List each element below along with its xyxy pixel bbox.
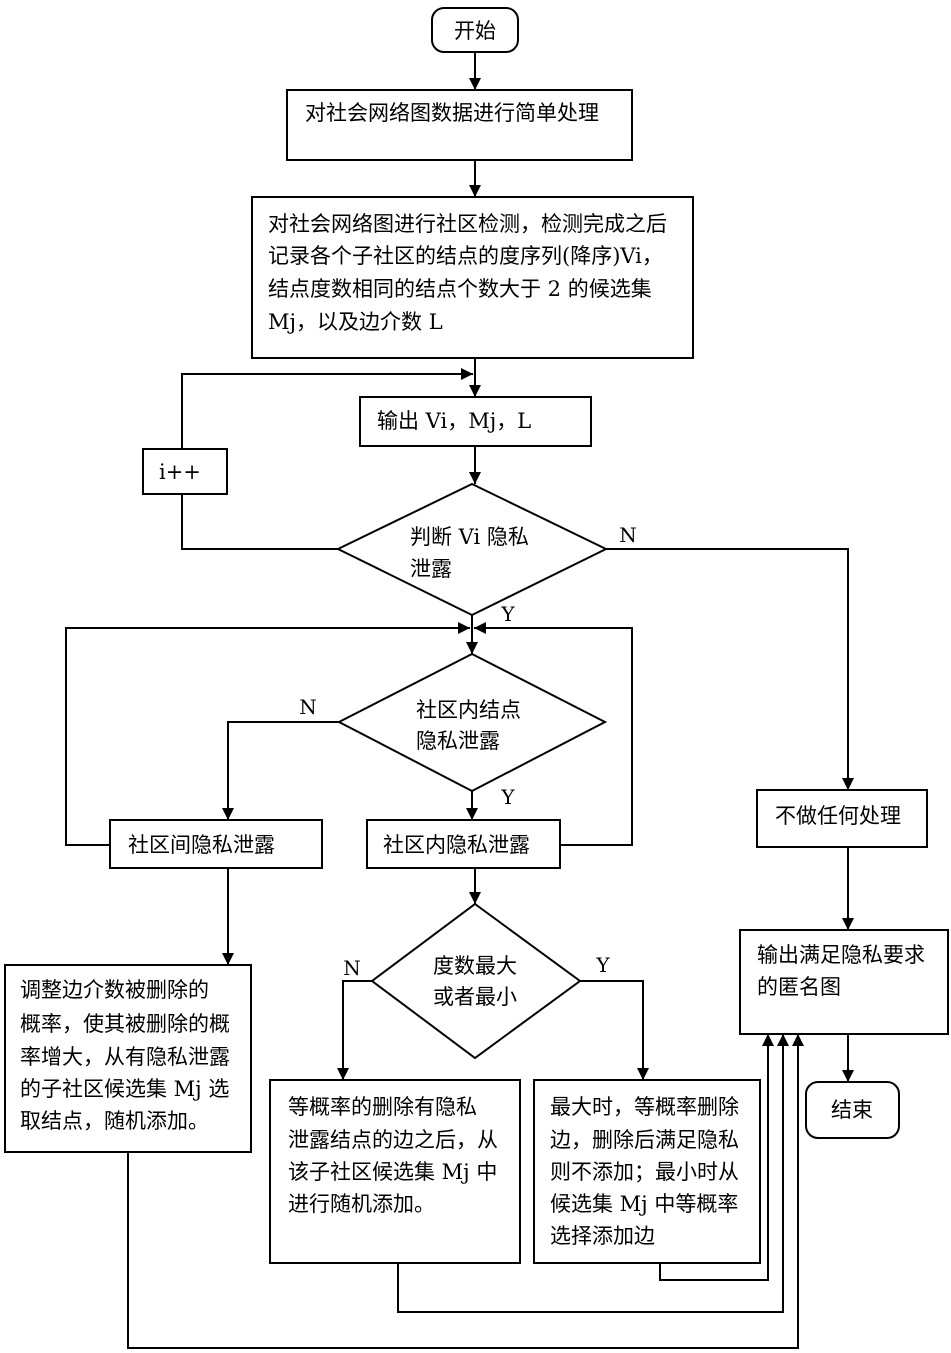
judge-intra-diamond bbox=[339, 654, 605, 791]
max-min-line-1: 最大时，等概率删除 bbox=[550, 1095, 739, 1119]
judge-intra-yes-label: Y bbox=[500, 785, 515, 809]
no-process-label: 不做任何处理 bbox=[775, 804, 901, 828]
detection-line-2: 记录各个子社区的结点的度序列(降序)Vi， bbox=[268, 244, 663, 268]
end-label: 结束 bbox=[831, 1098, 873, 1122]
arrow-intra-judge-no bbox=[228, 722, 339, 820]
judge-intra-no-label: N bbox=[299, 695, 317, 719]
adjust-line-1: 调整边介数被删除的 bbox=[20, 978, 209, 1002]
adjust-line-2: 概率，使其被删除的概 bbox=[20, 1012, 230, 1036]
judge-vi-diamond bbox=[338, 484, 606, 615]
max-min-line-4: 候选集 Mj 中等概率 bbox=[550, 1192, 738, 1216]
degree-check-line-2: 或者最小 bbox=[433, 985, 517, 1009]
detection-line-1: 对社会网络图进行社区检测，检测完成之后 bbox=[268, 212, 667, 236]
intra-leak-label: 社区内隐私泄露 bbox=[383, 833, 530, 857]
preprocess-label: 对社会网络图数据进行简单处理 bbox=[305, 101, 599, 125]
max-min-line-3: 则不添加；最小时从 bbox=[550, 1160, 739, 1184]
arrow-judge-no-branch bbox=[606, 549, 848, 790]
judge-vi-line-2: 泄露 bbox=[410, 557, 452, 581]
arrow-degree-yes bbox=[580, 981, 643, 1080]
judge-vi-no-label: N bbox=[619, 523, 637, 547]
degree-no-label: N bbox=[343, 956, 361, 980]
increment-label: i++ bbox=[159, 460, 201, 484]
adjust-line-4: 的子社区候选集 Mj 选 bbox=[20, 1077, 229, 1101]
arrow-degree-no bbox=[343, 981, 372, 1080]
equal-delete-line-1: 等概率的删除有隐私 bbox=[288, 1095, 477, 1119]
degree-yes-label: Y bbox=[595, 953, 610, 977]
max-min-line-2: 边，删除后满足隐私 bbox=[550, 1128, 739, 1152]
equal-delete-line-2: 泄露结点的边之后，从 bbox=[288, 1128, 498, 1152]
adjust-line-5: 取结点，随机添加。 bbox=[20, 1109, 209, 1133]
inter-leak-label: 社区间隐私泄露 bbox=[128, 833, 275, 857]
start-label: 开始 bbox=[454, 19, 496, 43]
adjust-line-3: 率增大，从有隐私泄露 bbox=[20, 1045, 230, 1069]
degree-check-line-1: 度数最大 bbox=[433, 954, 517, 978]
output-params-label: 输出 Vi，Mj，L bbox=[377, 409, 531, 433]
detection-line-4: Mj，以及边介数 L bbox=[268, 310, 443, 334]
detection-line-3: 结点度数相同的结点个数大于 2 的候选集 bbox=[268, 277, 652, 301]
output-graph-line-2: 的匿名图 bbox=[757, 975, 841, 999]
judge-vi-line-1: 判断 Vi 隐私 bbox=[410, 525, 529, 549]
judge-intra-line-2: 隐私泄露 bbox=[416, 729, 500, 753]
max-min-line-5: 选择添加边 bbox=[550, 1224, 655, 1248]
equal-delete-line-3: 该子社区候选集 Mj 中 bbox=[288, 1160, 497, 1184]
equal-delete-line-4: 进行随机添加。 bbox=[288, 1192, 435, 1216]
output-graph-line-1: 输出满足隐私要求 bbox=[757, 943, 925, 967]
judge-vi-yes-label: Y bbox=[500, 602, 515, 626]
nodes bbox=[5, 8, 948, 1263]
judge-intra-line-1: 社区内结点 bbox=[416, 698, 521, 722]
degree-check-diamond bbox=[372, 904, 580, 1058]
